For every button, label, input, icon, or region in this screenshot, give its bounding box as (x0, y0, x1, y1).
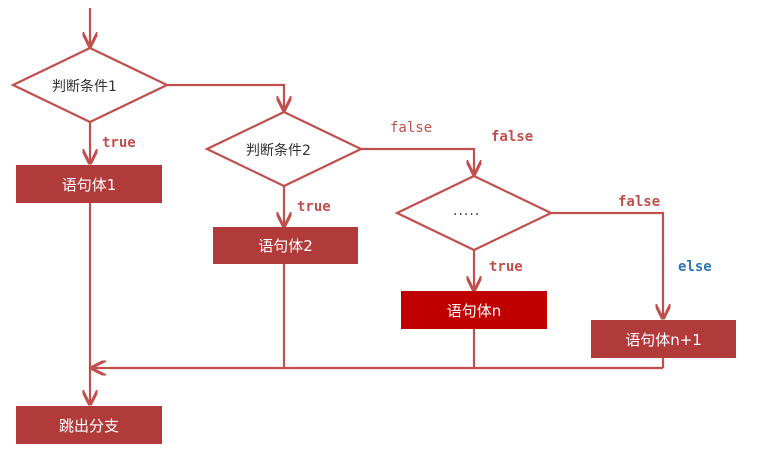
edge-label-true-1: true (102, 135, 136, 151)
statement-body-2: 语句体2 (213, 227, 358, 264)
edge-label-false-2: false (491, 129, 534, 145)
decision-1-label: 判断条件1 (52, 79, 117, 95)
edge-label-true-3: true (489, 259, 523, 275)
false-arrow-2 (361, 147, 474, 174)
edge-label-true-2: true (297, 199, 331, 215)
statement-body-n: 语句体n (401, 291, 547, 329)
exit-branch-box: 跳出分支 (16, 406, 162, 444)
edge-label-false-1: false (390, 120, 433, 136)
false-arrow-1 (167, 83, 284, 110)
false-arrow-3 (551, 211, 663, 318)
statement-body-n-plus-1: 语句体n+1 (591, 320, 736, 358)
statement-body-1: 语句体1 (16, 165, 162, 203)
decision-3-label: ..... (453, 203, 481, 219)
edge-label-else: else (678, 259, 712, 275)
edge-label-false-3: false (618, 194, 661, 210)
decision-2-label: 判断条件2 (246, 143, 311, 159)
